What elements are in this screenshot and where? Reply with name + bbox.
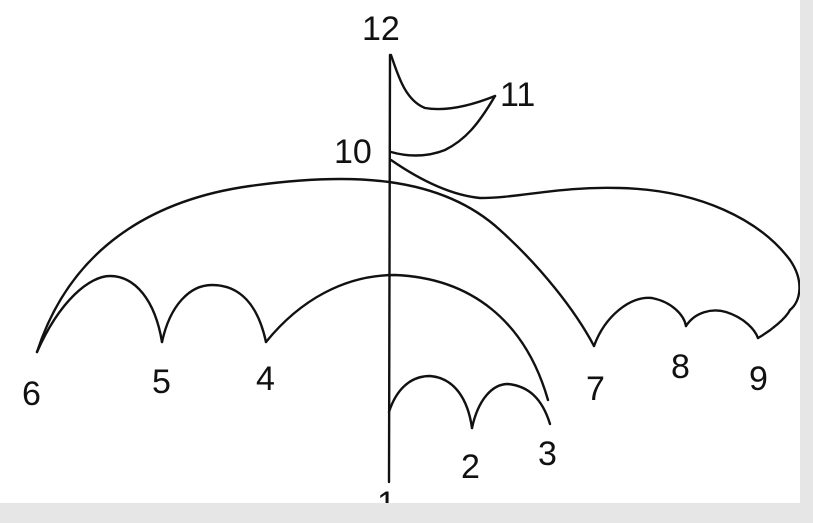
label-2: 2 [461,448,480,486]
scallop-1-2 [387,374,474,430]
frame-right-border [800,0,813,523]
label-7: 7 [586,370,605,408]
label-6: 6 [22,375,41,413]
label-12: 12 [362,10,400,48]
label-5: 5 [152,363,171,401]
label-9: 9 [749,360,768,398]
label-10: 10 [334,133,372,171]
frame-bottom-border [0,503,813,523]
scallop-2-3 [470,382,552,430]
right-wing-upper-edge [389,158,801,312]
scallop-6-5 [35,274,164,354]
label-8: 8 [671,348,690,386]
scallop-8-9 [684,309,760,340]
scallop-5-4 [160,283,268,344]
scallop-7-8 [592,296,688,348]
vertical-axis [387,53,392,484]
label-11: 11 [500,76,535,114]
label-4: 4 [256,360,275,398]
right-tip-9 [756,308,792,340]
lobe-11-10 [389,94,497,157]
outer-arc-6-to-7 [35,177,596,354]
label-3: 3 [538,435,557,473]
inner-arc-4-to-3 [264,273,550,402]
lobe-12-11 [389,53,497,111]
